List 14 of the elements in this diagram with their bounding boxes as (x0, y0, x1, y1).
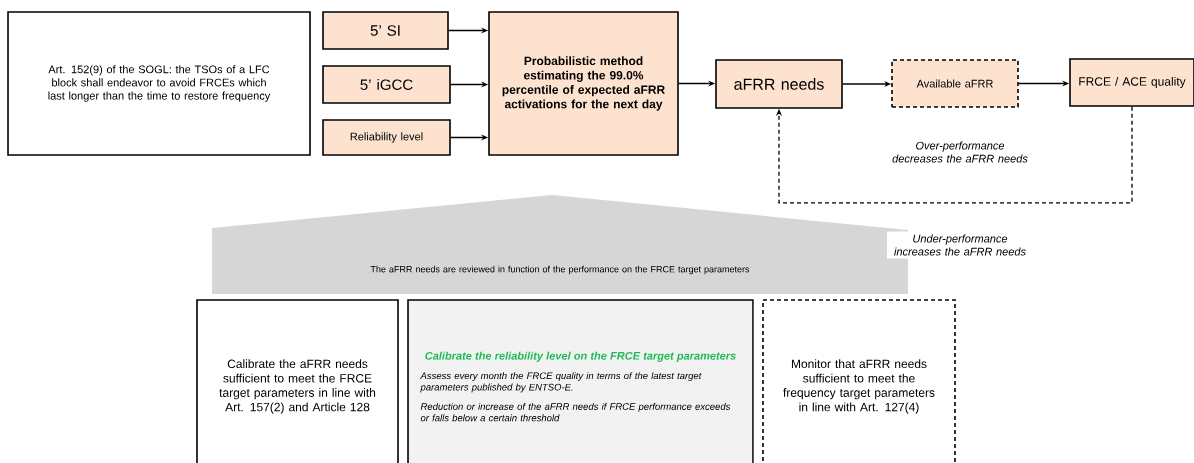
arrow (775, 106, 1133, 204)
text-box: Calibrate the aFRR needs sufficient to meet the FRCE target parameters in line with Art. 157(2) and Article 128 (196, 299, 399, 463)
input-box: Reliability level (322, 119, 451, 156)
process-box: Available aFRR (891, 59, 1019, 108)
loop-note: Under-performance increases the aFRR needs (887, 231, 1033, 259)
text-box: Art. 152(9) of the SOGL: the TSOs of a LFC block shall endeavor to avoid FRCEs which last longer than the time to restore frequency (7, 11, 311, 156)
method-box: Probabilistic method estimating the 99.0% percentile of expected aFRR activations for the next day (488, 11, 679, 156)
text-box: Monitor that aFRR needs sufficient to meet the frequency target parameters in line with Art. 127(4) (762, 299, 956, 463)
input-box: 5’ iGCC (322, 65, 451, 104)
process-box: aFRR needs (715, 59, 843, 109)
text-box: Calibrate the reliability level on the FRCE target parameters Assess every month the FRCE quality in terms of the latest target parameters published by ENTSO-E. Reduction or increase of the aFRR needs if FRCE performance exceeds or falls below a certain threshold (407, 299, 754, 463)
loop-note: Over-performance decreases the aFRR needs (892, 141, 1028, 163)
input-box: 5’ SI (322, 11, 449, 50)
process-box: FRCE / ACE quality (1069, 58, 1194, 107)
